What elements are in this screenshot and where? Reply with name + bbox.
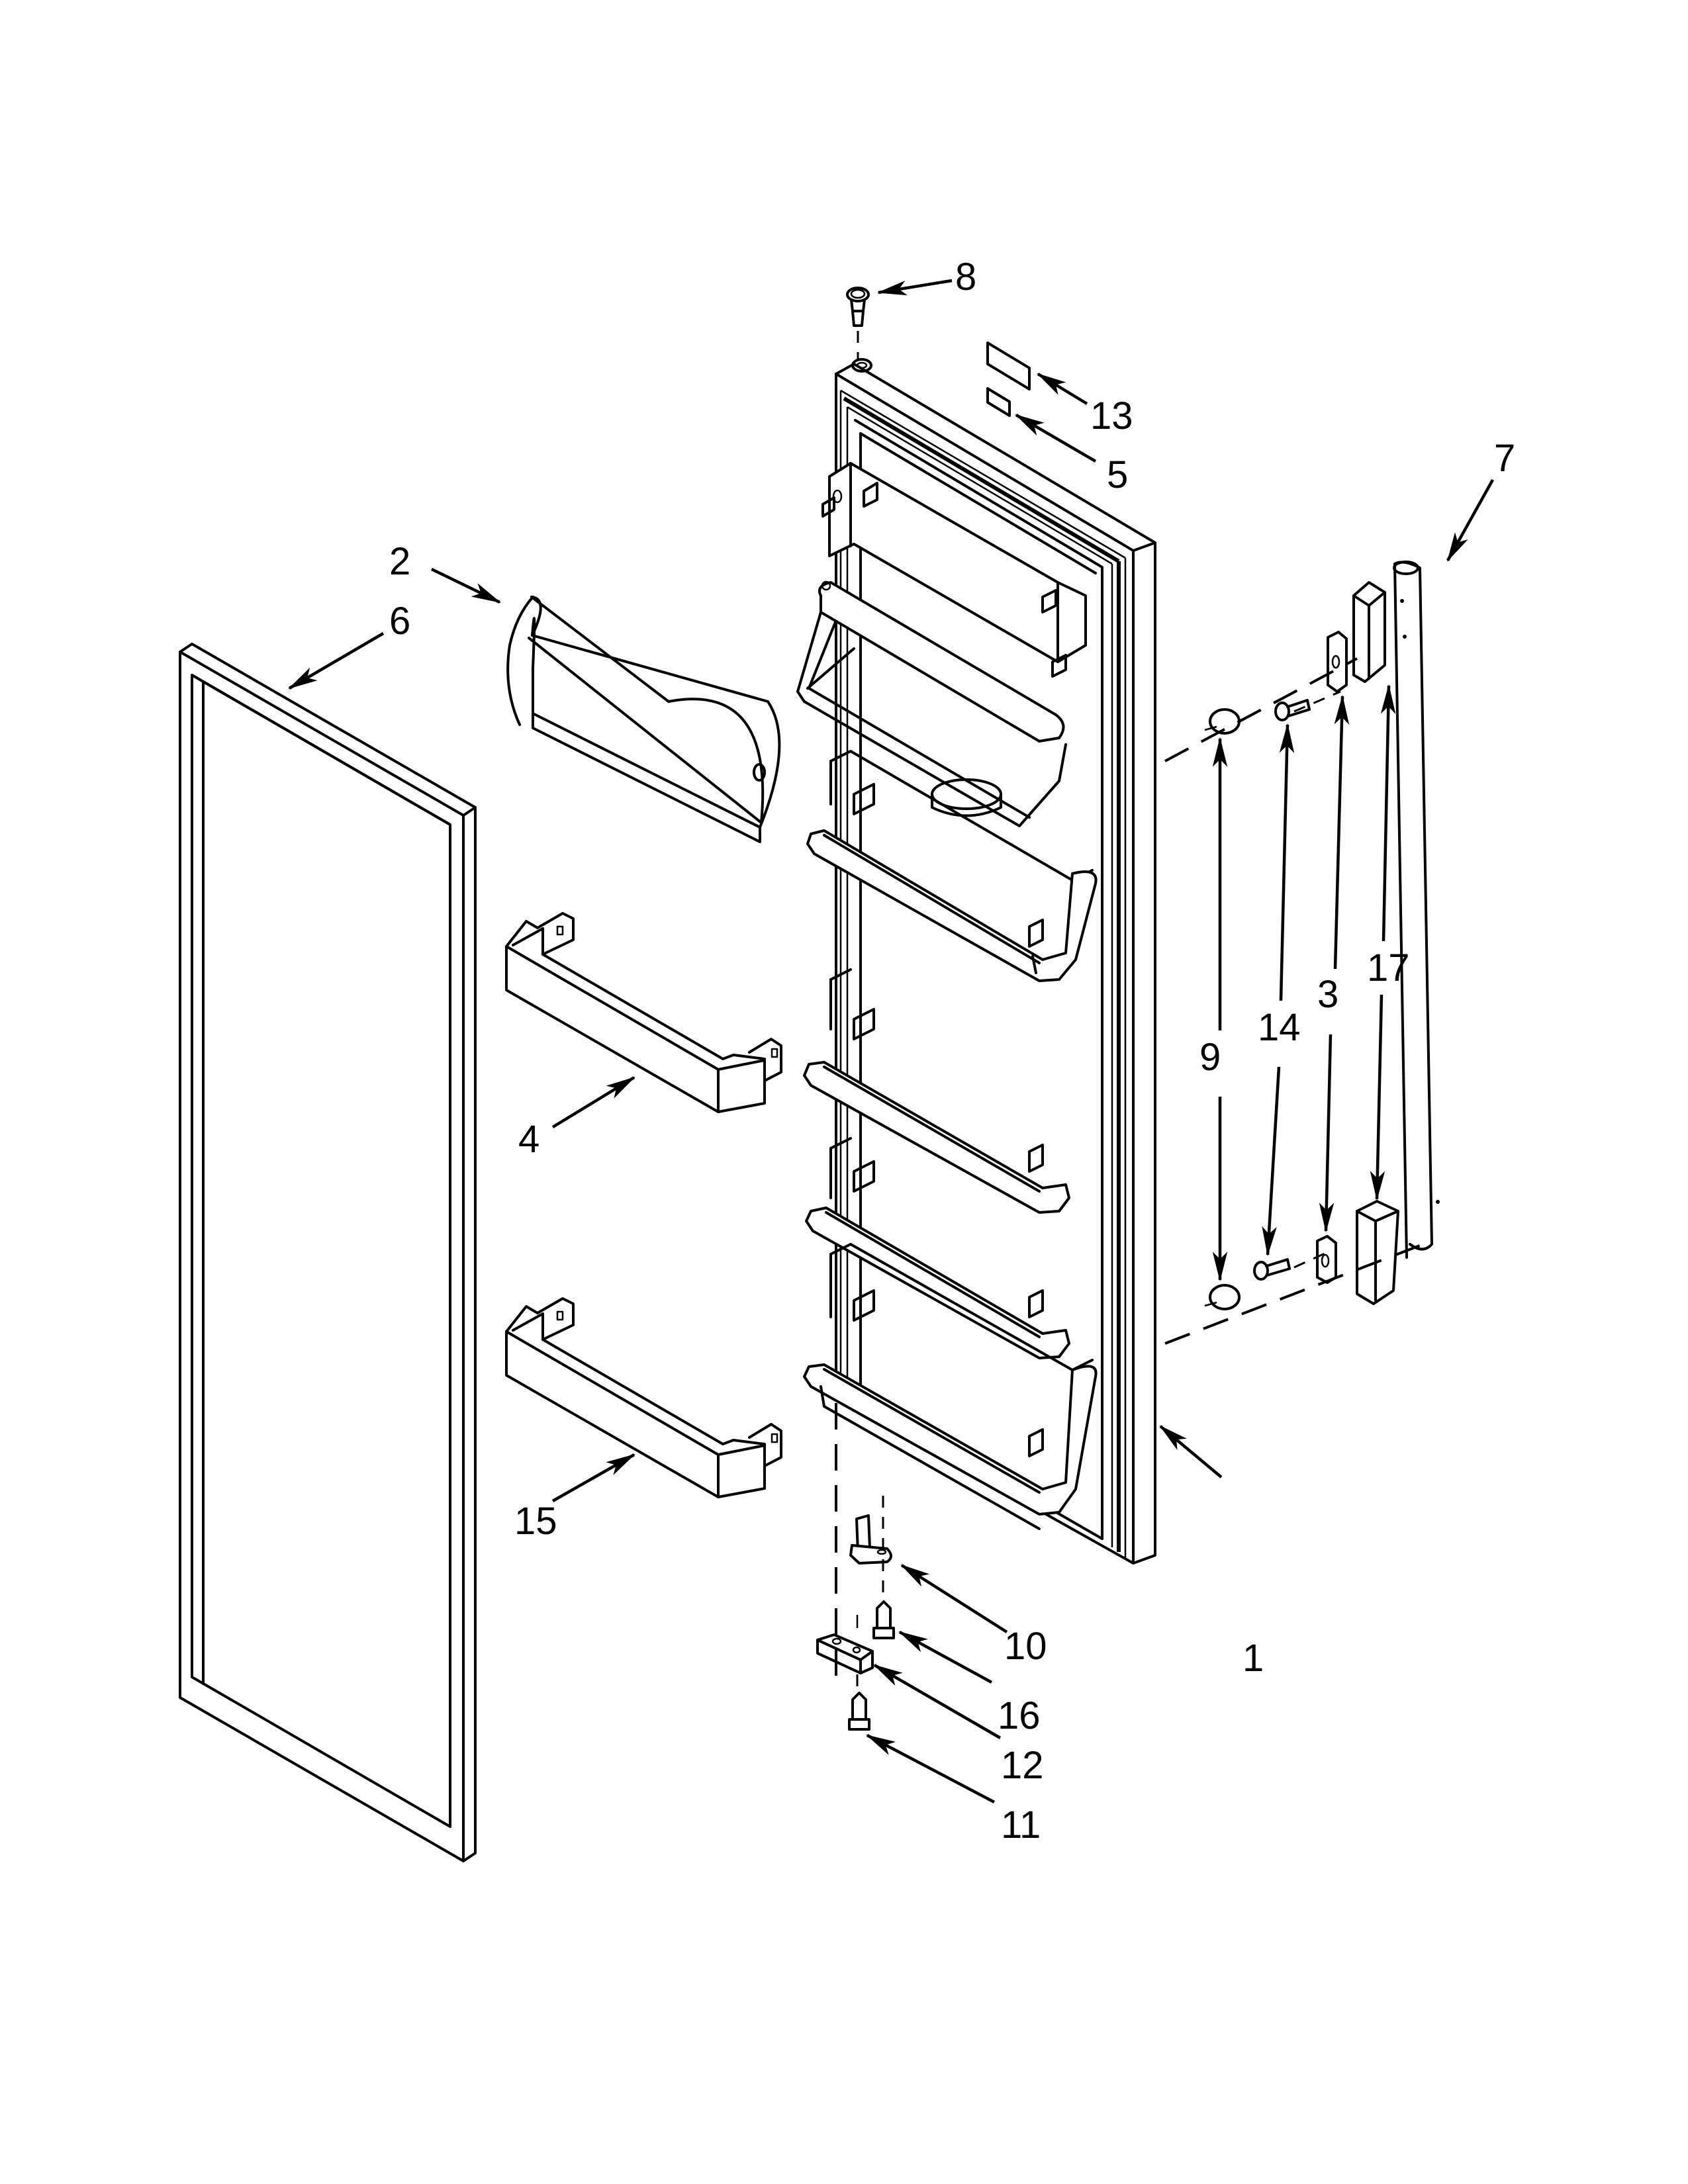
- handle-screw-lower-part: [1253, 1258, 1291, 1281]
- callout-14[interactable]: 14: [1258, 1006, 1301, 1049]
- door-shelf-bin-lower-part: [505, 1297, 782, 1498]
- callout-11[interactable]: 11: [1001, 1803, 1041, 1846]
- callout-12[interactable]: 12: [1001, 1744, 1044, 1787]
- callout-labels: 1 2 3 4 5 6 7 8 9 10 11 12 13 14 15 16 1…: [389, 255, 1515, 1846]
- handle-end-cap-lower-part: [1356, 1200, 1399, 1305]
- callout-7[interactable]: 7: [1494, 437, 1515, 480]
- callout-15[interactable]: 15: [514, 1500, 557, 1543]
- handle-screw-upper-part: [1274, 699, 1311, 721]
- callout-10[interactable]: 10: [1004, 1625, 1047, 1668]
- handle-bracket-upper-part: [1327, 631, 1348, 693]
- door-stop-part: [816, 1633, 874, 1674]
- top-hinge-bushing-part: [846, 287, 870, 361]
- dairy-door-cover-part: [506, 596, 781, 843]
- callout-9[interactable]: 9: [1199, 1036, 1221, 1079]
- callout-6[interactable]: 6: [389, 600, 410, 643]
- callout-5[interactable]: 5: [1107, 453, 1128, 496]
- door-assembly-part: [796, 358, 1156, 1565]
- callout-8[interactable]: 8: [955, 255, 976, 298]
- label-small-part: [986, 387, 1011, 417]
- door-shelf-bin-upper-part: [505, 912, 782, 1113]
- callout-4[interactable]: 4: [518, 1118, 539, 1161]
- callout-17[interactable]: 17: [1367, 946, 1410, 989]
- callout-2[interactable]: 2: [389, 540, 410, 583]
- screw-upper-part: [872, 1600, 895, 1639]
- door-gasket-part: [179, 643, 477, 1862]
- leader-arrows: [288, 279, 1494, 1803]
- callout-13[interactable]: 13: [1090, 394, 1133, 437]
- callout-3[interactable]: 3: [1317, 973, 1338, 1016]
- callout-16[interactable]: 16: [998, 1694, 1041, 1737]
- label-large-part: [986, 341, 1031, 390]
- door-stop-pin-part: [849, 1514, 892, 1565]
- handle-end-cap-upper-part: [1352, 581, 1386, 683]
- callout-1[interactable]: 1: [1243, 1637, 1264, 1680]
- screw-lower-part: [848, 1692, 870, 1731]
- handle-stud-upper-part: [1204, 708, 1241, 735]
- door-handle-part: [1393, 561, 1440, 1259]
- handle-stud-lower-part: [1204, 1284, 1241, 1310]
- handle-bracket-lower-part: [1316, 1235, 1337, 1284]
